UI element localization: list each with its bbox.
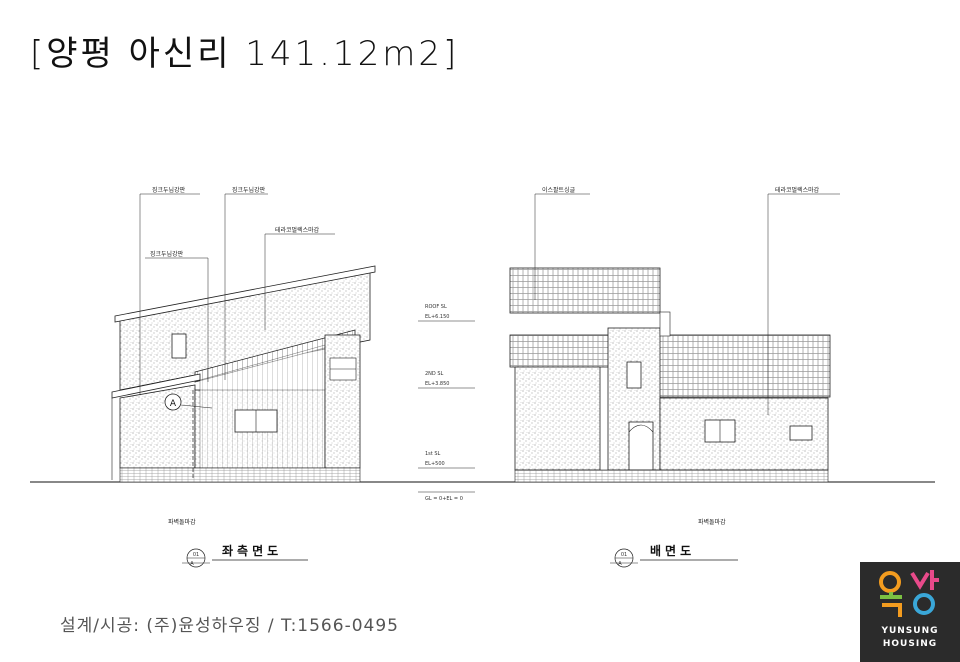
roof-level-label: ROOF SL [425, 304, 447, 310]
logo-line-1: YUNSUNG [881, 626, 939, 636]
first-level-el: EL+500 [425, 461, 445, 467]
rear-upper-roof [509, 267, 661, 314]
rear-mid-roof [509, 334, 611, 368]
section-arrow [180, 404, 213, 409]
callout-zinc-3: 징크두님강판 [150, 250, 184, 258]
gl-level: GL = 0+EL = 0 [425, 496, 463, 502]
callout-zinc-2: 징크두님강판 [232, 186, 266, 194]
section-marker-label: A [170, 399, 177, 409]
left-tower-wall [324, 334, 361, 469]
rear-chimney [659, 311, 671, 337]
first-level-label: 1st SL [425, 451, 441, 457]
left-view-marker-top: 01 [193, 552, 199, 558]
left-main-roof-edge [114, 265, 376, 323]
second-level-el: EL+3.850 [425, 381, 449, 387]
callout-terracotta-rear: 테라코멀렉스마감 [775, 186, 820, 194]
rear-window-upper [626, 361, 642, 389]
callout-terracotta: 테라코멀렉스마감 [275, 226, 320, 234]
roof-level-el: EL+6.150 [425, 314, 449, 320]
rear-right-roof [654, 334, 831, 398]
company-logo: YUNSUNG HOUSING [860, 562, 960, 662]
left-lower-wall [119, 384, 196, 469]
left-window-upper [171, 333, 187, 359]
logo-mark-icon [879, 570, 939, 617]
section-marker-circle [164, 393, 182, 411]
rear-door [628, 421, 654, 471]
left-brick-base [119, 467, 361, 483]
left-base-note: 파벽돌마감 [168, 518, 196, 526]
rear-view-marker-bottom: A [618, 561, 622, 567]
left-side-elevation: 징크두님강판 징크두님강판 징크두님강판 테라코멀렉스마감 A 파벽돌마감 01… [111, 186, 376, 568]
logo-line-2: HOUSING [882, 639, 938, 649]
rear-view-marker-top: 01 [621, 552, 627, 558]
rear-view-title: 배면도 [650, 543, 695, 558]
leader-c [145, 257, 209, 382]
left-eave-roof [111, 373, 201, 399]
footer-contact: 설계/시공: (주)윤성하우징 / T:1566-0495 [60, 616, 399, 636]
rear-elevation: 이스팔트싱글 테라코멀렉스마감 파벽돌마감 01 A 배면도 [509, 186, 840, 568]
rear-base-note: 파벽돌마감 [698, 518, 726, 526]
drawing-title: [양평 아신리 141.12m2] [30, 34, 460, 74]
second-level-label: 2ND SL [425, 371, 444, 377]
left-view-title: 좌측면도 [222, 543, 282, 558]
left-view-marker-bottom: A [190, 561, 194, 567]
level-markers: ROOF SL EL+6.150 2ND SL EL+3.850 1st SL … [418, 304, 475, 502]
rear-brick-base [514, 469, 829, 483]
rear-window-small [789, 425, 813, 441]
callout-zinc-1: 징크두님강판 [152, 186, 186, 194]
callout-asphalt: 이스팔트싱글 [542, 186, 576, 194]
rear-door-arch [628, 424, 654, 433]
rear-left-wall [514, 366, 601, 471]
